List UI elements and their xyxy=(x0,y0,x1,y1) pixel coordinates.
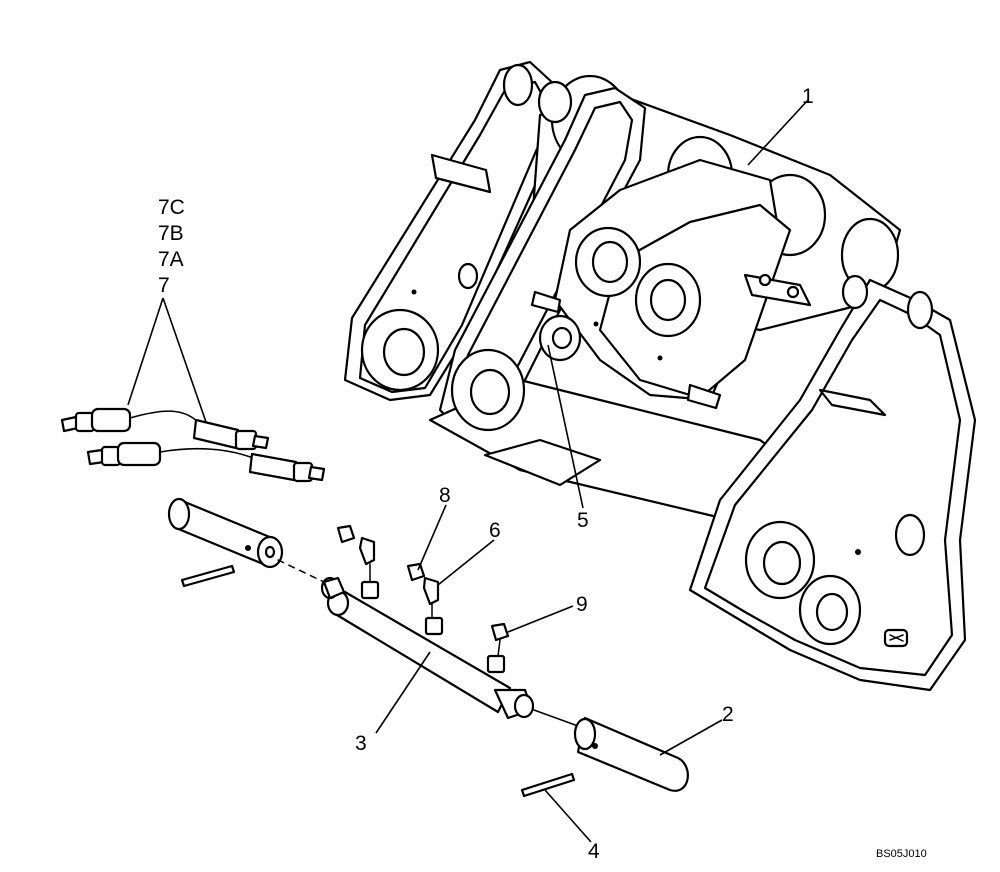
callout-9: 9 xyxy=(576,593,588,616)
callout-7b: 7B xyxy=(158,222,184,245)
hydraulic-hoses xyxy=(60,407,326,483)
callout-8: 8 xyxy=(439,484,451,507)
callout-7a: 7A xyxy=(158,248,184,271)
locking-cylinder xyxy=(167,497,689,798)
coupler-frame xyxy=(343,60,977,692)
callout-4: 4 xyxy=(588,840,600,863)
leader-lines xyxy=(127,99,809,843)
callout-5: 5 xyxy=(577,509,589,532)
callout-1: 1 xyxy=(802,85,814,108)
callout-6: 6 xyxy=(489,519,501,542)
callout-labels: 1 7C 7B 7A 7 8 6 5 9 2 3 4 BS05J010 xyxy=(158,85,927,863)
callout-7c: 7C xyxy=(158,196,185,219)
drawing-code: BS05J010 xyxy=(876,848,927,860)
callout-3: 3 xyxy=(355,732,367,755)
callout-2: 2 xyxy=(722,703,734,726)
callout-7: 7 xyxy=(158,274,170,297)
